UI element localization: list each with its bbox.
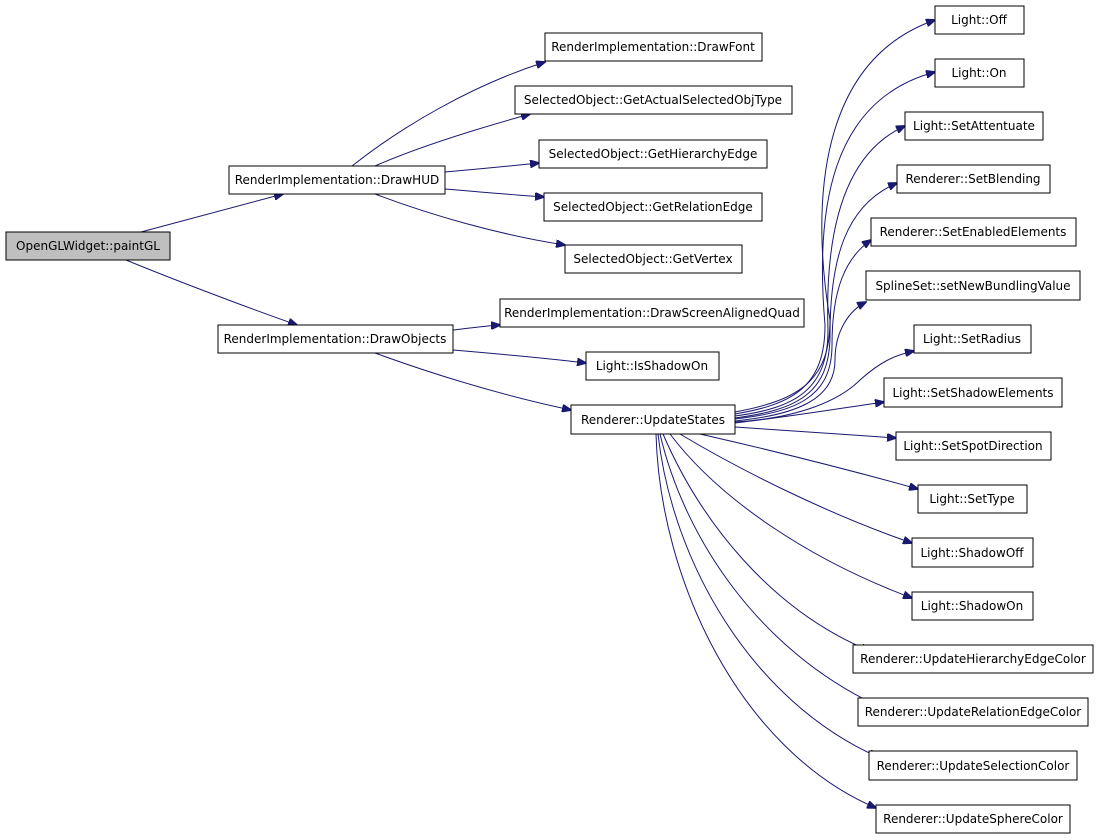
node-paintgl[interactable]: OpenGLWidget::paintGL [5, 231, 171, 261]
node-shadowoff-label: Light::ShadowOff [920, 546, 1024, 560]
node-paintgl-label: OpenGLWidget::paintGL [16, 239, 160, 253]
node-shadowoff[interactable]: Light::ShadowOff [911, 537, 1034, 568]
node-setblending[interactable]: Renderer::SetBlending [896, 164, 1051, 194]
edge-drawobjects-to-isshadowon [452, 349, 586, 363]
node-getrelationedge[interactable]: SelectedObject::GetRelationEdge [543, 192, 763, 222]
node-getvertex[interactable]: SelectedObject::GetVertex [564, 244, 743, 274]
edge-updatestates-to-updatespherecolor [655, 433, 876, 808]
node-updaterelationedgecolor-label: Renderer::UpdateRelationEdgeColor [865, 705, 1082, 719]
edge-updatestates-to-setspotdirection [734, 426, 896, 438]
node-updateselectioncolor[interactable]: Renderer::UpdateSelectionColor [868, 750, 1078, 781]
edge-updatestates-to-setnewbundlingvalue [734, 302, 866, 422]
edges [125, 20, 935, 808]
edge-drawobjects-to-updatestates [374, 352, 571, 410]
edge-drawhud-to-getrelationedge [444, 188, 544, 197]
node-settype[interactable]: Light::SetType [917, 484, 1028, 514]
nodes: OpenGLWidget::paintGL RenderImplementati… [5, 5, 1094, 834]
edge-updatestates-to-updatehierarchyedgecolor [662, 433, 870, 651]
node-getactualselectedobjtype[interactable]: SelectedObject::GetActualSelectedObjType [514, 85, 793, 115]
node-setspotdirection[interactable]: Light::SetSpotDirection [895, 431, 1052, 461]
edge-drawhud-to-drawfont [351, 62, 545, 167]
node-shadowon-label: Light::ShadowOn [921, 599, 1023, 613]
edge-updatestates-to-updaterelationedgecolor [659, 433, 876, 705]
node-drawfont-label: RenderImplementation::DrawFont [551, 40, 755, 54]
node-setshadowelements[interactable]: Light::SetShadowElements [883, 377, 1063, 408]
node-updatehierarchyedgecolor-label: Renderer::UpdateHierarchyEdgeColor [860, 652, 1086, 666]
edge-updatestates-to-setblending [734, 183, 897, 419]
node-setradius-label: Light::SetRadius [923, 332, 1021, 346]
node-updaterelationedgecolor[interactable]: Renderer::UpdateRelationEdgeColor [857, 697, 1089, 727]
edge-updatestates-to-setattentuate [734, 126, 905, 417]
node-isshadowon[interactable]: Light::IsShadowOn [585, 351, 720, 381]
node-gethierarchyedge-label: SelectedObject::GetHierarchyEdge [549, 147, 758, 161]
node-drawscreenalignedquad[interactable]: RenderImplementation::DrawScreenAlignedQ… [499, 298, 805, 328]
node-setenabledelements-label: Renderer::SetEnabledElements [880, 225, 1067, 239]
node-drawfont[interactable]: RenderImplementation::DrawFont [544, 32, 763, 62]
edge-updatestates-to-settype [699, 433, 918, 489]
node-updatespherecolor[interactable]: Renderer::UpdateSphereColor [875, 804, 1071, 834]
edge-updatestates-to-shadowon [669, 433, 912, 598]
node-setnewbundlingvalue-label: SplineSet::setNewBundlingValue [875, 279, 1070, 293]
edge-paintgl-to-drawhud [140, 194, 283, 233]
edge-drawhud-to-gethierarchyedge [444, 163, 539, 173]
node-lighton-label: Light::On [951, 66, 1006, 80]
node-drawobjects[interactable]: RenderImplementation::DrawObjects [217, 324, 454, 354]
node-isshadowon-label: Light::IsShadowOn [596, 359, 708, 373]
node-lightoff[interactable]: Light::Off [934, 5, 1025, 35]
node-gethierarchyedge[interactable]: SelectedObject::GetHierarchyEdge [538, 139, 768, 169]
node-setshadowelements-label: Light::SetShadowElements [892, 386, 1053, 400]
node-updateselectioncolor-label: Renderer::UpdateSelectionColor [877, 759, 1070, 773]
node-shadowon[interactable]: Light::ShadowOn [911, 591, 1034, 621]
node-drawscreenalignedquad-label: RenderImplementation::DrawScreenAlignedQ… [504, 306, 800, 320]
node-updatestates-label: Renderer::UpdateStates [581, 413, 725, 427]
edge-updatestates-to-lighton [734, 72, 935, 415]
edge-updatestates-to-setradius [734, 351, 914, 423]
edge-drawhud-to-getactualselectedobjtype [374, 114, 530, 167]
node-updatestates[interactable]: Renderer::UpdateStates [570, 404, 736, 435]
edge-drawhud-to-getvertex [374, 193, 565, 245]
node-setenabledelements[interactable]: Renderer::SetEnabledElements [870, 217, 1077, 247]
node-setnewbundlingvalue[interactable]: SplineSet::setNewBundlingValue [865, 270, 1081, 301]
edge-updatestates-to-lightoff [734, 20, 935, 413]
node-setattentuate[interactable]: Light::SetAttentuate [904, 111, 1044, 141]
node-setspotdirection-label: Light::SetSpotDirection [903, 439, 1042, 453]
edge-updatestates-to-updateselectioncolor [657, 433, 878, 757]
node-getvertex-label: SelectedObject::GetVertex [573, 252, 732, 266]
node-getrelationedge-label: SelectedObject::GetRelationEdge [553, 200, 753, 214]
edge-updatestates-to-setshadowelements [734, 402, 884, 424]
node-updatespherecolor-label: Renderer::UpdateSphereColor [883, 812, 1063, 826]
node-updatehierarchyedgecolor[interactable]: Renderer::UpdateHierarchyEdgeColor [852, 644, 1094, 674]
edge-updatestates-to-shadowoff [679, 433, 912, 543]
node-drawhud[interactable]: RenderImplementation::DrawHUD [228, 165, 446, 195]
edge-drawobjects-to-drawscreenalignedquad [452, 325, 500, 331]
node-setradius[interactable]: Light::SetRadius [913, 324, 1032, 354]
node-lightoff-label: Light::Off [951, 13, 1007, 27]
node-settype-label: Light::SetType [929, 492, 1014, 506]
edge-updatestates-to-setenabledelements [734, 240, 871, 420]
edge-paintgl-to-drawobjects [125, 259, 297, 325]
node-setblending-label: Renderer::SetBlending [905, 172, 1040, 186]
node-drawhud-label: RenderImplementation::DrawHUD [235, 173, 439, 187]
node-lighton[interactable]: Light::On [934, 58, 1025, 88]
node-drawobjects-label: RenderImplementation::DrawObjects [224, 332, 447, 346]
node-getactualselectedobjtype-label: SelectedObject::GetActualSelectedObjType [524, 93, 782, 107]
node-setattentuate-label: Light::SetAttentuate [913, 119, 1035, 133]
